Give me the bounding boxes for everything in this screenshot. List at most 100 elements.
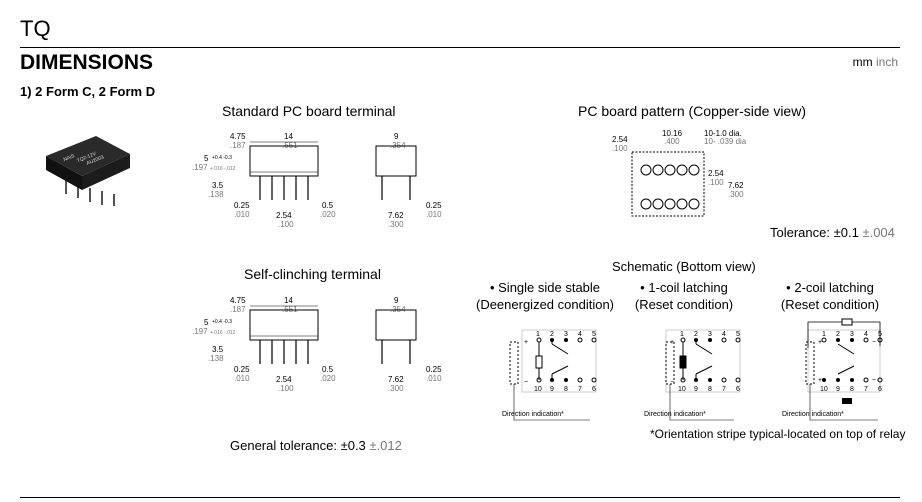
schematic-panel-2-caption: • 1-coil latching (Reset condition) — [626, 279, 742, 313]
p2-pin-5: 5 — [736, 331, 740, 338]
section-title: 1) 2 Form C, 2 Form D — [20, 84, 156, 99]
p1-pin-3: 3 — [564, 331, 568, 338]
p2-pin-4: 4 — [722, 331, 726, 338]
sc-dim-height-tol: +0.4 -0.3 — [212, 319, 232, 325]
general-tolerance-inch: ±.012 — [369, 438, 402, 453]
p1-pin-9: 9 — [550, 386, 554, 393]
units-mm: mm — [852, 55, 873, 69]
direction-stripe — [665, 341, 675, 385]
dim-rowspace-mm: 7.62 — [388, 211, 404, 220]
pcb-hole-mm: 10-1.0 dia. — [704, 129, 742, 138]
p1-pin-6: 6 — [592, 386, 596, 393]
relay-right-face — [82, 154, 130, 190]
self-clinch-caption: Self-clinching terminal — [244, 266, 381, 282]
sc-dim-length-mm: 14 — [284, 296, 293, 305]
model-name: TQ — [20, 16, 51, 41]
coil-symbol — [679, 355, 687, 369]
p1-minus: − — [524, 379, 528, 386]
general-tolerance: General tolerance: ±0.3 ±.012 — [230, 438, 402, 453]
dim-pinw-mm: 0.5 — [322, 201, 334, 210]
p2-pin-7: 7 — [722, 386, 726, 393]
top-divider — [20, 47, 900, 48]
pcb-tolerance-mm: ±0.1 — [833, 225, 859, 240]
page-title: DIMENSIONS — [20, 51, 154, 74]
relay-top-face — [46, 136, 130, 176]
p1-plus: + — [524, 339, 528, 346]
sc-dim-pin-mm: 3.5 — [212, 345, 224, 354]
sc-dim-pitch-mm: 2.54 — [276, 375, 292, 384]
pcb-pattern-drawing: 10.16 .400 10-1.0 dia. 10- .039 dia 2.54… — [612, 129, 747, 217]
dim-side-thick-mm: 0.25 — [426, 201, 442, 210]
relay-marking-1: NAiS — [63, 153, 76, 163]
dim-height-mm: 5 — [204, 154, 209, 163]
sc-dim-pin-in: .138 — [208, 354, 224, 363]
std-terminal-caption: Standard PC board terminal — [222, 103, 396, 119]
self-clinch-front-drawing: 4.75 .187 14 .551 5 +0.4 -0.3 .197 +.016… — [192, 296, 336, 393]
schematic-2coil-latching: + − + − 1 2 3 4 5 10 9 8 7 6 Direction i… — [782, 318, 883, 421]
pcb-x-mm: 2.54 — [612, 135, 628, 144]
relay-body-outline — [249, 145, 319, 177]
p3-pin-7: 7 — [864, 386, 868, 393]
p3-pin-2: 2 — [836, 331, 840, 338]
pcb-tolerance: Tolerance: ±0.1 ±.004 — [770, 225, 895, 240]
sc-dim-height-in: .197 — [192, 327, 208, 336]
p2-pin-1: 1 — [680, 331, 684, 338]
sc-dim-thick-in: .010 — [234, 374, 250, 383]
dim-rowspace-in: .300 — [388, 220, 404, 229]
sc-dim-side-thick-mm: 0.25 — [426, 365, 442, 374]
p1-pin-10: 10 — [534, 386, 542, 393]
dim-side-thick-in: .010 — [426, 210, 442, 219]
dim-height-tol: +0.4 -0.3 — [212, 155, 232, 161]
p1-direction-label: Direction indication* — [502, 411, 564, 418]
pcb-row-mm: 2.54 — [708, 169, 724, 178]
std-terminal-front-drawing: 4.75 .187 14 .551 5 +0.4 -0.3 .197 +.016… — [192, 132, 336, 229]
relay-photo: NAiS TQ2-12V AU2003 — [46, 136, 130, 206]
schematic-single-stable: + − 1 2 3 4 5 10 9 8 7 6 Direction indic… — [502, 329, 597, 421]
sc-dim-rowspace-in: .300 — [388, 384, 404, 393]
pcb-x-in: .100 — [612, 144, 628, 153]
dim-pitch-in: .100 — [278, 220, 294, 229]
p2-direction-label: Direction indication* — [644, 411, 706, 418]
dim-pin-in: .138 — [208, 190, 224, 199]
general-tolerance-mm: ±0.3 — [340, 438, 366, 453]
schematic-1coil-latching: + − 1 2 3 4 5 10 9 8 7 6 Direction indic… — [644, 329, 741, 421]
bottom-divider — [20, 497, 900, 498]
panel-2-line2: (Reset condition) — [634, 297, 734, 312]
dim-pin-mm: 3.5 — [212, 181, 224, 190]
pcb-tolerance-in: ±.004 — [862, 225, 895, 240]
p1-pin-7: 7 — [578, 386, 582, 393]
schematic-title: Schematic (Bottom view) — [612, 259, 756, 274]
self-clinch-side-drawing: 9 .354 7.62 .300 0.25 .010 — [375, 296, 442, 393]
direction-stripe — [805, 341, 815, 385]
schematic-panel-1-caption: • Single side stable (Deenergized condit… — [474, 279, 616, 313]
p2-pin-10: 10 — [678, 386, 686, 393]
std-terminal-side-drawing: 9 .354 7.62 .300 0.25 .010 — [375, 132, 442, 229]
panel-3-line2: (Reset condition) — [780, 297, 880, 312]
pcb-outline — [631, 151, 705, 217]
p3-pin-8: 8 — [850, 386, 854, 393]
sc-dim-thick-mm: 0.25 — [234, 365, 250, 374]
p3-plus: + — [818, 339, 822, 346]
p1-pin-5: 5 — [592, 331, 596, 338]
dim-side-width-mm: 9 — [394, 132, 399, 141]
sc-dim-pinw-in: .020 — [320, 374, 336, 383]
dim-width-mm: 4.75 — [230, 132, 246, 141]
p1-pin-4: 4 — [578, 331, 582, 338]
coil-symbol — [535, 355, 543, 369]
p3-plus-2: + — [818, 377, 822, 384]
p3-pin-1: 1 — [822, 331, 826, 338]
dim-pitch-mm: 2.54 — [276, 211, 292, 220]
general-tolerance-label: General tolerance: — [230, 438, 337, 453]
pcb-pitch-mm: 10.16 — [662, 129, 683, 138]
coil-2-symbol — [841, 318, 853, 326]
p2-pin-3: 3 — [708, 331, 712, 338]
p1-pin-1: 1 — [536, 331, 540, 338]
p1-pin-8: 8 — [564, 386, 568, 393]
p2-pin-8: 8 — [708, 386, 712, 393]
panel-1-line1: • Single side stable — [489, 280, 601, 295]
p3-pin-9: 9 — [836, 386, 840, 393]
coil-1-symbol — [842, 398, 852, 404]
p3-pin-6: 6 — [878, 386, 882, 393]
units-legend: mm inch — [853, 55, 898, 69]
sc-dim-side-width-mm: 9 — [394, 296, 399, 305]
